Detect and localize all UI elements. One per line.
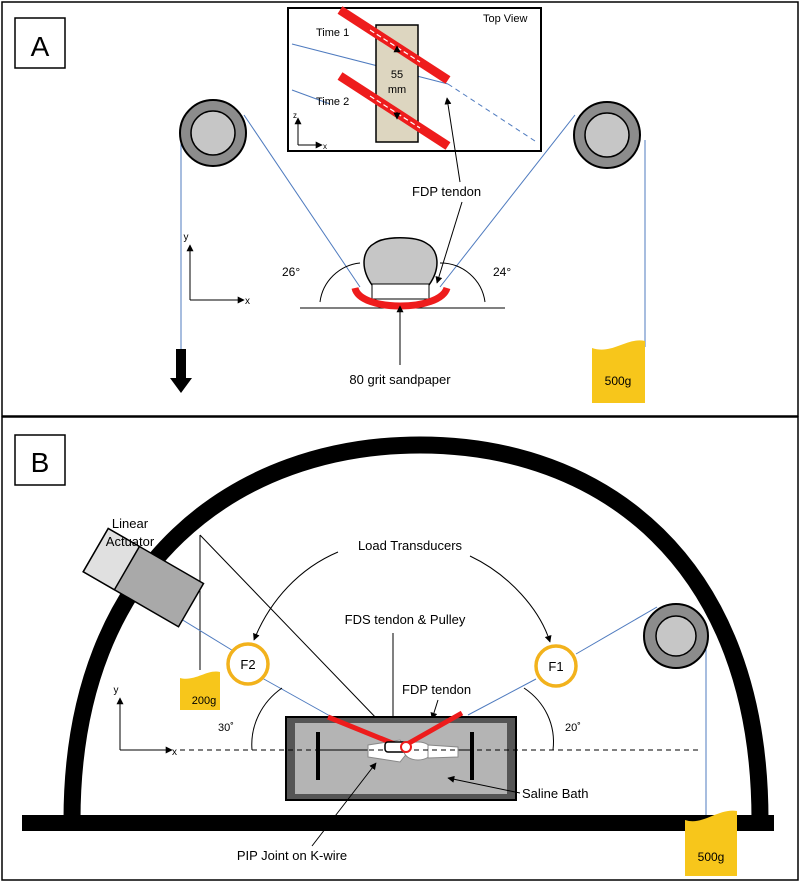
weight-label-200g: 200g xyxy=(192,695,216,707)
saline-arrow xyxy=(447,775,521,794)
inset-string-upper xyxy=(291,43,449,85)
fdp-arrow-inset xyxy=(444,97,461,183)
angle-left-b: 30˚ xyxy=(218,722,234,734)
axes-a: y x xyxy=(184,232,251,307)
inset-axis-x-label: x xyxy=(323,142,327,151)
axis-b-x-label: x xyxy=(172,747,177,758)
dome-frame xyxy=(63,436,769,821)
weight-label-a: 500g xyxy=(605,374,632,388)
angle-right-b: 20˚ xyxy=(565,722,581,734)
actuator-label-line1: Linear xyxy=(112,516,149,531)
specimen-dome-a xyxy=(363,237,438,300)
inset-tendon-time1-dash xyxy=(369,29,421,63)
load-transducers-label: Load Transducers xyxy=(358,538,463,553)
transducer-f1-label: F1 xyxy=(548,659,563,674)
base-bar xyxy=(22,815,774,831)
inset-distance-value: 55 xyxy=(391,69,403,81)
panel-b-label-box xyxy=(14,434,66,486)
linear-actuator xyxy=(82,527,205,628)
support-string xyxy=(199,534,405,748)
angle-arc-right-a xyxy=(439,262,486,303)
transducer-f2: F2 xyxy=(226,642,270,686)
axis-b-y-label: y xyxy=(114,685,119,696)
pip-pin xyxy=(400,741,412,753)
pull-arrow-a xyxy=(170,349,192,393)
transducer-f1: F1 xyxy=(534,644,578,688)
panel-a-label-box xyxy=(14,17,66,69)
inset-string-lower xyxy=(291,89,331,105)
inset-time2-label: Time 2 xyxy=(316,96,349,108)
axes-b: y x xyxy=(114,685,178,758)
panel-b-label: B xyxy=(31,447,50,478)
fds-label: FDS tendon & Pulley xyxy=(345,612,466,627)
transducer-arrow-left xyxy=(253,551,339,641)
angle-arc-left-a xyxy=(319,262,361,303)
fdp-tendon-label-a: FDP tendon xyxy=(412,184,481,199)
transducer-arrow-right xyxy=(469,555,552,643)
weight-500g-b: 500g xyxy=(685,810,737,876)
panel-a-strings xyxy=(180,114,646,350)
saline-bath xyxy=(285,716,517,801)
angle-arc-left-b xyxy=(251,687,283,751)
fdp-arrow-b xyxy=(430,699,439,720)
fdp-tendon-label-b: FDP tendon xyxy=(402,682,471,697)
weight-200g: 200g xyxy=(180,671,220,710)
actuator-label-line2: Actuator xyxy=(106,534,155,549)
pip-joint-label: PIP Joint on K-wire xyxy=(237,848,347,863)
weight-500g-a: 500g xyxy=(592,340,645,403)
inset-top-view: Top View 55 mm Time 1 Time 2 z x xyxy=(287,6,542,152)
saline-bath-label: Saline Bath xyxy=(522,786,589,801)
weight-label-b: 500g xyxy=(698,850,725,864)
axis-a-x-label: x xyxy=(245,296,250,307)
inset-title: Top View xyxy=(483,13,527,25)
sandpaper-label: 80 grit sandpaper xyxy=(349,372,451,387)
angle-right-a: 24° xyxy=(493,265,511,279)
pulley-right-a xyxy=(573,101,641,169)
axis-a-y-label: y xyxy=(184,232,189,243)
panel-a-label: A xyxy=(31,31,50,62)
inset-time1-label: Time 1 xyxy=(316,27,349,39)
panel-b: B Linear Actuator F xyxy=(1,416,799,881)
pulley-right-b xyxy=(643,603,709,669)
fdp-arrow-specimen xyxy=(435,201,463,284)
inset-tendon-time2-dash xyxy=(369,95,421,129)
pulley-left-a xyxy=(179,99,247,167)
inset-axis-z-label: z xyxy=(293,111,297,120)
transducer-f2-label: F2 xyxy=(240,657,255,672)
angle-arc-right-b xyxy=(523,687,554,751)
pip-arrow xyxy=(311,762,377,847)
panel-a: A y x xyxy=(1,1,799,417)
inset-distance-unit: mm xyxy=(388,84,406,96)
angle-left-a: 26° xyxy=(282,265,300,279)
